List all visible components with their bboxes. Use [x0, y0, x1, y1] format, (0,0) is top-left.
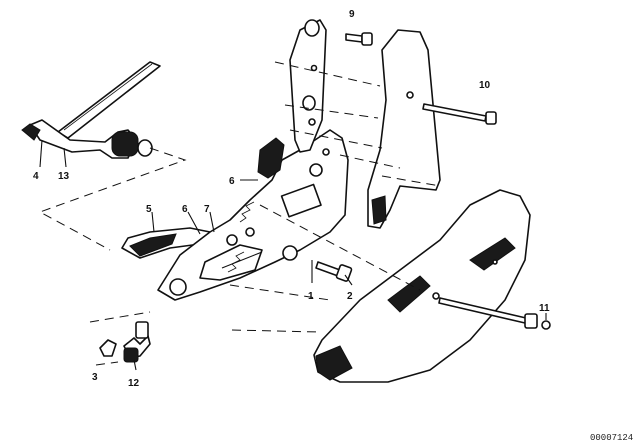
alignment-lines	[38, 61, 441, 366]
callout-10: 10	[479, 80, 491, 91]
callout-11: 11	[539, 303, 550, 314]
leader-lines	[39, 139, 547, 371]
callout-3: 3	[92, 372, 98, 383]
screw-11-part	[438, 297, 551, 330]
screw-2-part	[315, 261, 353, 282]
callout-13: 13	[58, 171, 70, 182]
seat-adjuster-mechanism	[157, 129, 349, 301]
callout-7: 7	[204, 204, 210, 215]
clip-3-part	[99, 339, 117, 357]
side-arm-part	[367, 29, 441, 229]
upright-bracket-part	[289, 19, 327, 153]
document-id: 00007124	[590, 433, 633, 443]
callout-12: 12	[128, 378, 140, 389]
side-cover-part	[313, 189, 531, 383]
callout-9: 9	[349, 9, 355, 20]
callout-6-upper: 6	[229, 176, 235, 187]
callout-5: 5	[146, 204, 152, 215]
screw-10-part	[422, 103, 497, 125]
callout-4: 4	[33, 171, 39, 182]
callout-1: 1	[308, 291, 314, 302]
screw-9-part	[345, 32, 373, 46]
bolt-12-part	[123, 321, 151, 363]
callout-2: 2	[347, 291, 353, 302]
callout-6-lower: 6	[182, 204, 188, 215]
crank-handle-part	[21, 61, 161, 159]
